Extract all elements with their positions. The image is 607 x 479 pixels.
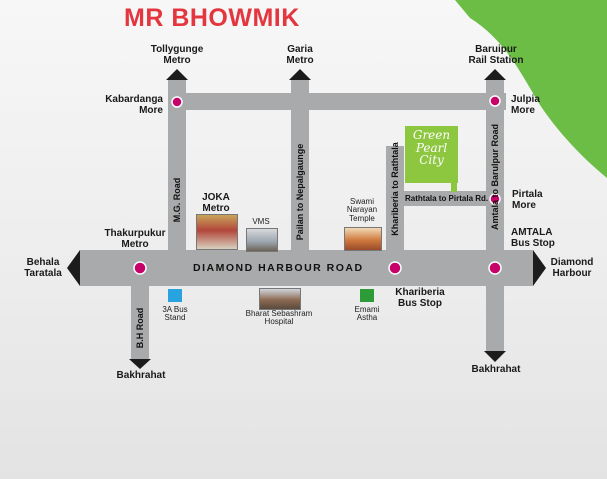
label-bakhrahat-left: Bakhrahat	[116, 370, 166, 381]
green-pearl-city-box: Green Pearl City	[405, 126, 458, 183]
arrow-diamond-harbour	[533, 250, 546, 286]
arrow-tollygunge	[166, 69, 188, 80]
road-khariberia-rathtala	[386, 146, 404, 250]
swami-temple-photo	[344, 227, 382, 251]
emami-square	[360, 289, 374, 302]
vms-photo	[246, 228, 278, 252]
label-diamond-harbour: Diamond Harbour	[550, 257, 594, 279]
road-label-amtala: Amtala to Barulpur Road	[490, 124, 500, 231]
marker-kabardanga	[171, 96, 183, 108]
label-swami: Swami Narayan Temple	[346, 197, 378, 223]
arrow-bakhrahat-left	[129, 359, 151, 369]
label-vms: VMS	[252, 217, 270, 226]
label-pirtala: Pirtala More	[512, 189, 543, 211]
arrows-group	[67, 69, 546, 369]
label-baruipur: Baruipur Rail Station	[468, 44, 524, 66]
joka-metro-photo	[196, 214, 238, 250]
road-label-bh: B.H Road	[135, 307, 145, 349]
label-emami: Emami Astha	[354, 305, 380, 323]
arrow-baruipur	[484, 69, 506, 80]
label-kabardanga: Kabardanga More	[105, 94, 163, 116]
marker-amtala	[488, 261, 502, 275]
label-behala: Behala Taratala	[24, 257, 62, 279]
label-amtala-bus-stop: AMTALA Bus Stop	[511, 227, 555, 249]
label-bakhrahat-right: Bakhrahat	[471, 364, 521, 375]
label-3a-bus-stand: 3A Bus Stand	[162, 305, 188, 323]
road-mg	[168, 78, 186, 250]
road-rathtala-pirtala	[404, 191, 488, 206]
bus-stand-square	[168, 289, 182, 302]
road-label-pailan: Pailan to Nepalgaunge	[295, 143, 305, 241]
green-pearl-stem	[451, 180, 457, 192]
marker-khariberia	[388, 261, 402, 275]
page-title: MR BHOWMIK	[124, 4, 300, 32]
marker-pirtala	[489, 193, 501, 205]
label-thakurpukur: Thakurpukur Metro	[104, 228, 166, 250]
green-area	[455, 0, 607, 178]
markers-group	[133, 95, 502, 275]
marker-julpia	[489, 95, 501, 107]
road-label-rathtala-pirtala: Rathtala to Pirtala Rd.	[405, 194, 489, 203]
label-joka: JOKA Metro	[202, 192, 230, 214]
road-bh	[131, 286, 149, 360]
label-julpia: Julpia More	[511, 94, 540, 116]
arrow-bakhrahat-right	[484, 351, 506, 362]
arrow-garia	[289, 69, 311, 80]
label-bharat-hospital: Bharat Sebashram Hospital	[245, 309, 313, 327]
arrow-behala	[67, 250, 80, 286]
road-diamond-harbour	[80, 250, 533, 286]
roads-group	[80, 78, 533, 360]
label-khariberia-bus-stop: Khariberia Bus Stop	[395, 287, 445, 309]
road-pailan	[291, 78, 309, 250]
bharat-hospital-photo	[259, 288, 301, 310]
label-tollygunge: Tollygunge Metro	[150, 44, 204, 66]
label-garia: Garia Metro	[286, 44, 314, 66]
road-top-horizontal	[168, 93, 506, 110]
road-label-diamond-harbour: DIAMOND HARBOUR ROAD	[193, 262, 364, 274]
road-label-mg: M.G. Road	[172, 177, 182, 223]
road-label-khariberia: Khariberia to Rathtala	[390, 142, 400, 236]
marker-thakurpukur	[133, 261, 147, 275]
